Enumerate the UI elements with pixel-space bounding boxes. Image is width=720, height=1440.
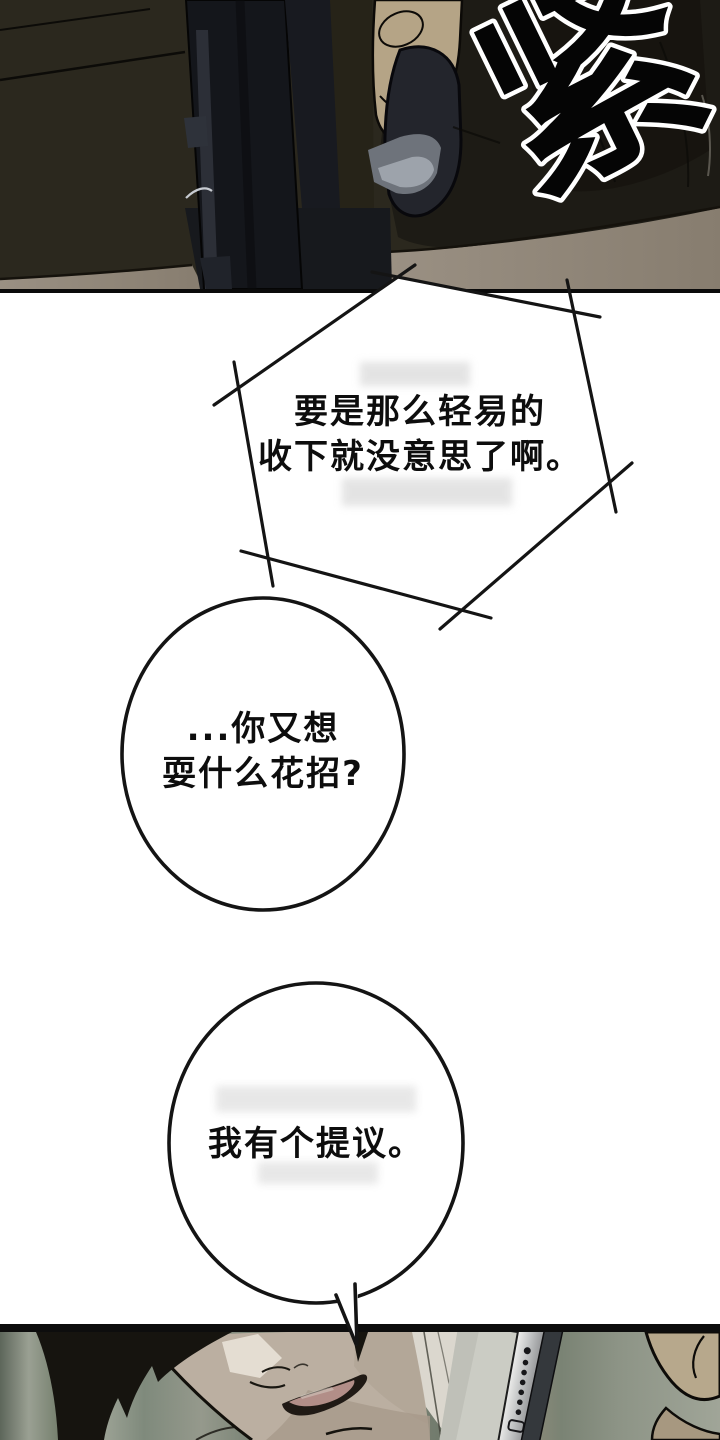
dialogue-bubble-1: 要是那么轻易的 收下就没意思了啊。 [230, 390, 610, 480]
skin-highlight [222, 1334, 282, 1378]
top-panel: 紧 [0, 0, 720, 293]
sfx-layer: 紧 [438, 0, 720, 242]
gun-wire-highlight [185, 187, 213, 199]
chin-line [325, 1426, 373, 1436]
holding-hand [644, 1332, 720, 1440]
dialogue-line: 要是那么轻易的 [294, 392, 546, 432]
dialogue-bubble-3: 我有个提议。 [166, 1122, 466, 1167]
dialogue-line: ...你又想 [186, 709, 340, 749]
trigger-guard [368, 45, 501, 218]
phone-dark-edge [516, 1332, 565, 1440]
dialogue-bubble-2: ...你又想 耍什么花招? [108, 707, 418, 797]
background-gap [330, 0, 374, 208]
sfx-text: 紧 [443, 0, 720, 237]
fingernail [378, 10, 424, 48]
dialogue-line: 耍什么花招? [162, 754, 364, 794]
phone-illustration [438, 1332, 565, 1440]
face-phone-illustration [0, 1332, 720, 1440]
dialogue-line: 我有个提议。 [208, 1124, 424, 1164]
dark-clothing-mass [380, 0, 720, 248]
ghost-text-artifact [360, 362, 470, 386]
dialogue-line: 收下就没意思了啊。 [258, 437, 582, 477]
ghost-text-artifact [342, 478, 512, 506]
nose-line [261, 1366, 291, 1373]
ghost-text-artifact [216, 1086, 416, 1112]
floor-strip [0, 205, 720, 289]
bottom-panel [0, 1324, 720, 1440]
